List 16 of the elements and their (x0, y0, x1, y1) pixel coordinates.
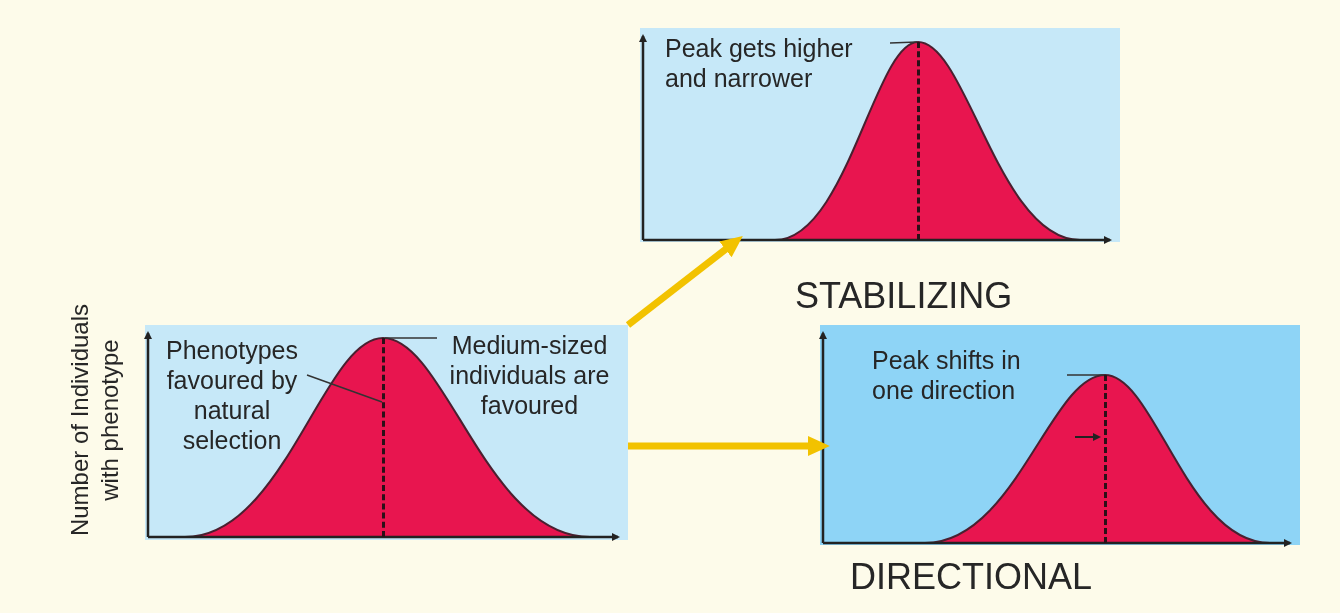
dashed-line (1104, 375, 1107, 543)
annotation-text: Phenotypes favoured by natural selection (164, 335, 299, 455)
arrow (628, 436, 830, 456)
dashed-line (382, 338, 385, 537)
leader-line (1066, 374, 1105, 376)
leader-line (384, 337, 438, 339)
leader-line (306, 374, 383, 403)
annotation-text: Medium-sized individuals are favoured (448, 330, 611, 420)
dashed-line (917, 42, 920, 240)
annotation-text: Peak shifts in one direction (872, 345, 1022, 405)
annotation-text: Peak gets higher and narrower (665, 33, 854, 93)
arrow (625, 235, 743, 328)
panel-caption: DIRECTIONAL (850, 557, 1093, 597)
leader-line (889, 41, 918, 44)
panel-caption: STABILIZING (795, 276, 1013, 316)
axis-label: Number of Individuals with phenotype (65, 302, 124, 539)
